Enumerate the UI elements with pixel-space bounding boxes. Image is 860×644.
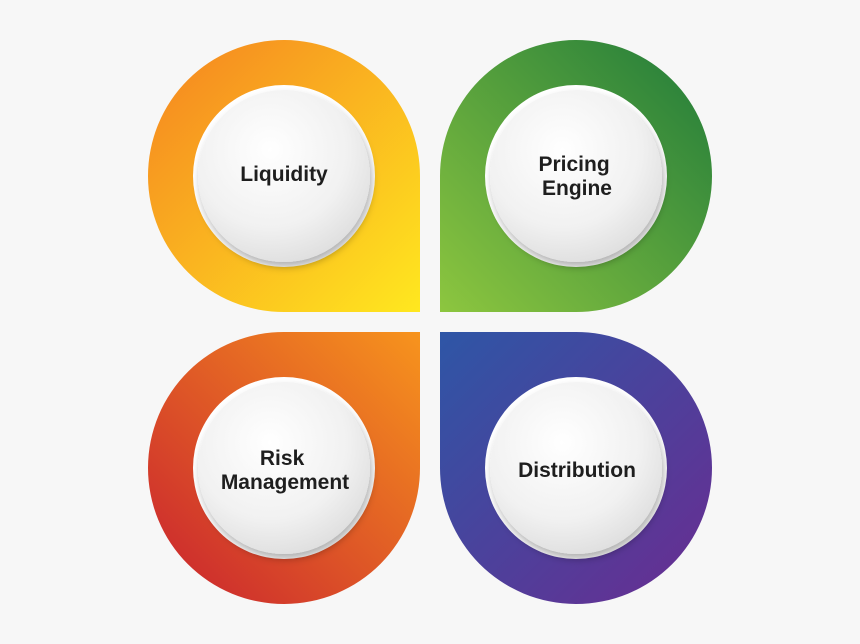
label-line: Management: [221, 471, 349, 494]
petal-label: Pricing Engine: [538, 153, 615, 200]
label-line: Liquidity: [240, 163, 328, 186]
label-line: Distribution: [518, 459, 636, 482]
petal-liquidity: Liquidity: [148, 40, 421, 313]
inner-disc: [490, 382, 662, 554]
label-line: Pricing: [538, 153, 609, 176]
label-line: Engine: [542, 177, 612, 200]
inner-disc: [198, 382, 370, 554]
petal-pricing-engine: Pricing Engine: [439, 40, 712, 313]
petal-label: Risk Management: [221, 447, 349, 494]
petal-risk-management: Risk Management: [148, 331, 421, 604]
petal-distribution: Distribution: [439, 331, 712, 604]
label-line: Risk: [260, 447, 305, 470]
petal-label: Distribution: [518, 459, 636, 482]
inner-disc: [198, 90, 370, 262]
inner-disc: [490, 90, 662, 262]
petal-label: Liquidity: [240, 163, 328, 186]
